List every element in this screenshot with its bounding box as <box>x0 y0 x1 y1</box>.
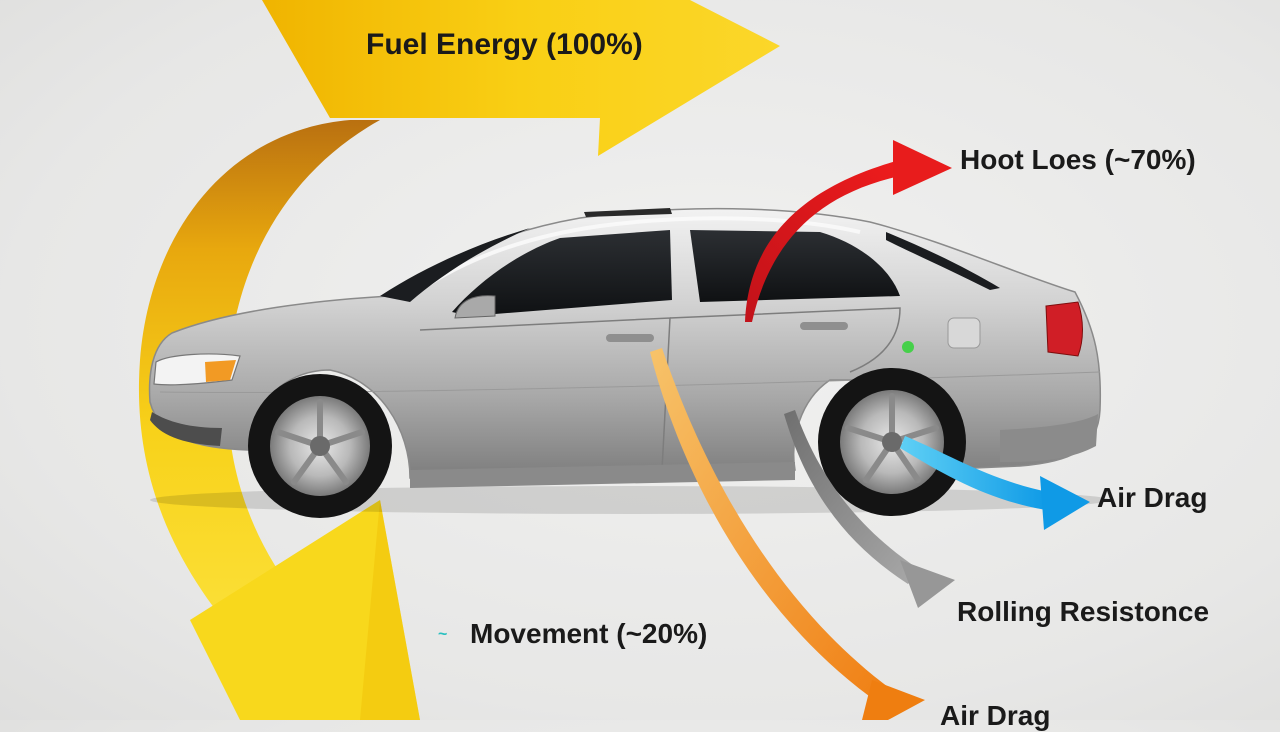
air-drag-arrow <box>900 436 1090 530</box>
rolling-resistance-label: Rolling Resistonce <box>957 596 1210 627</box>
front-wheel <box>248 374 392 518</box>
rolling-resistance-arrow <box>784 410 955 608</box>
air-drag-label: Air Drag <box>1097 482 1208 513</box>
movement-label: Movement (~20%) <box>470 618 708 649</box>
air-drag-bottom-label: Air Drag <box>940 700 1051 731</box>
movement-bullet: ~ <box>438 626 448 643</box>
heat-loss-label: Hoot Loes (~70%) <box>960 144 1196 175</box>
heat-loss-arrow <box>745 140 952 322</box>
fuel-energy-arrow <box>138 0 780 720</box>
rear-wheel <box>818 368 966 516</box>
air-drag-bottom-arrow <box>650 348 925 720</box>
fuel-energy-label: Fuel Energy (100%) <box>366 28 643 61</box>
